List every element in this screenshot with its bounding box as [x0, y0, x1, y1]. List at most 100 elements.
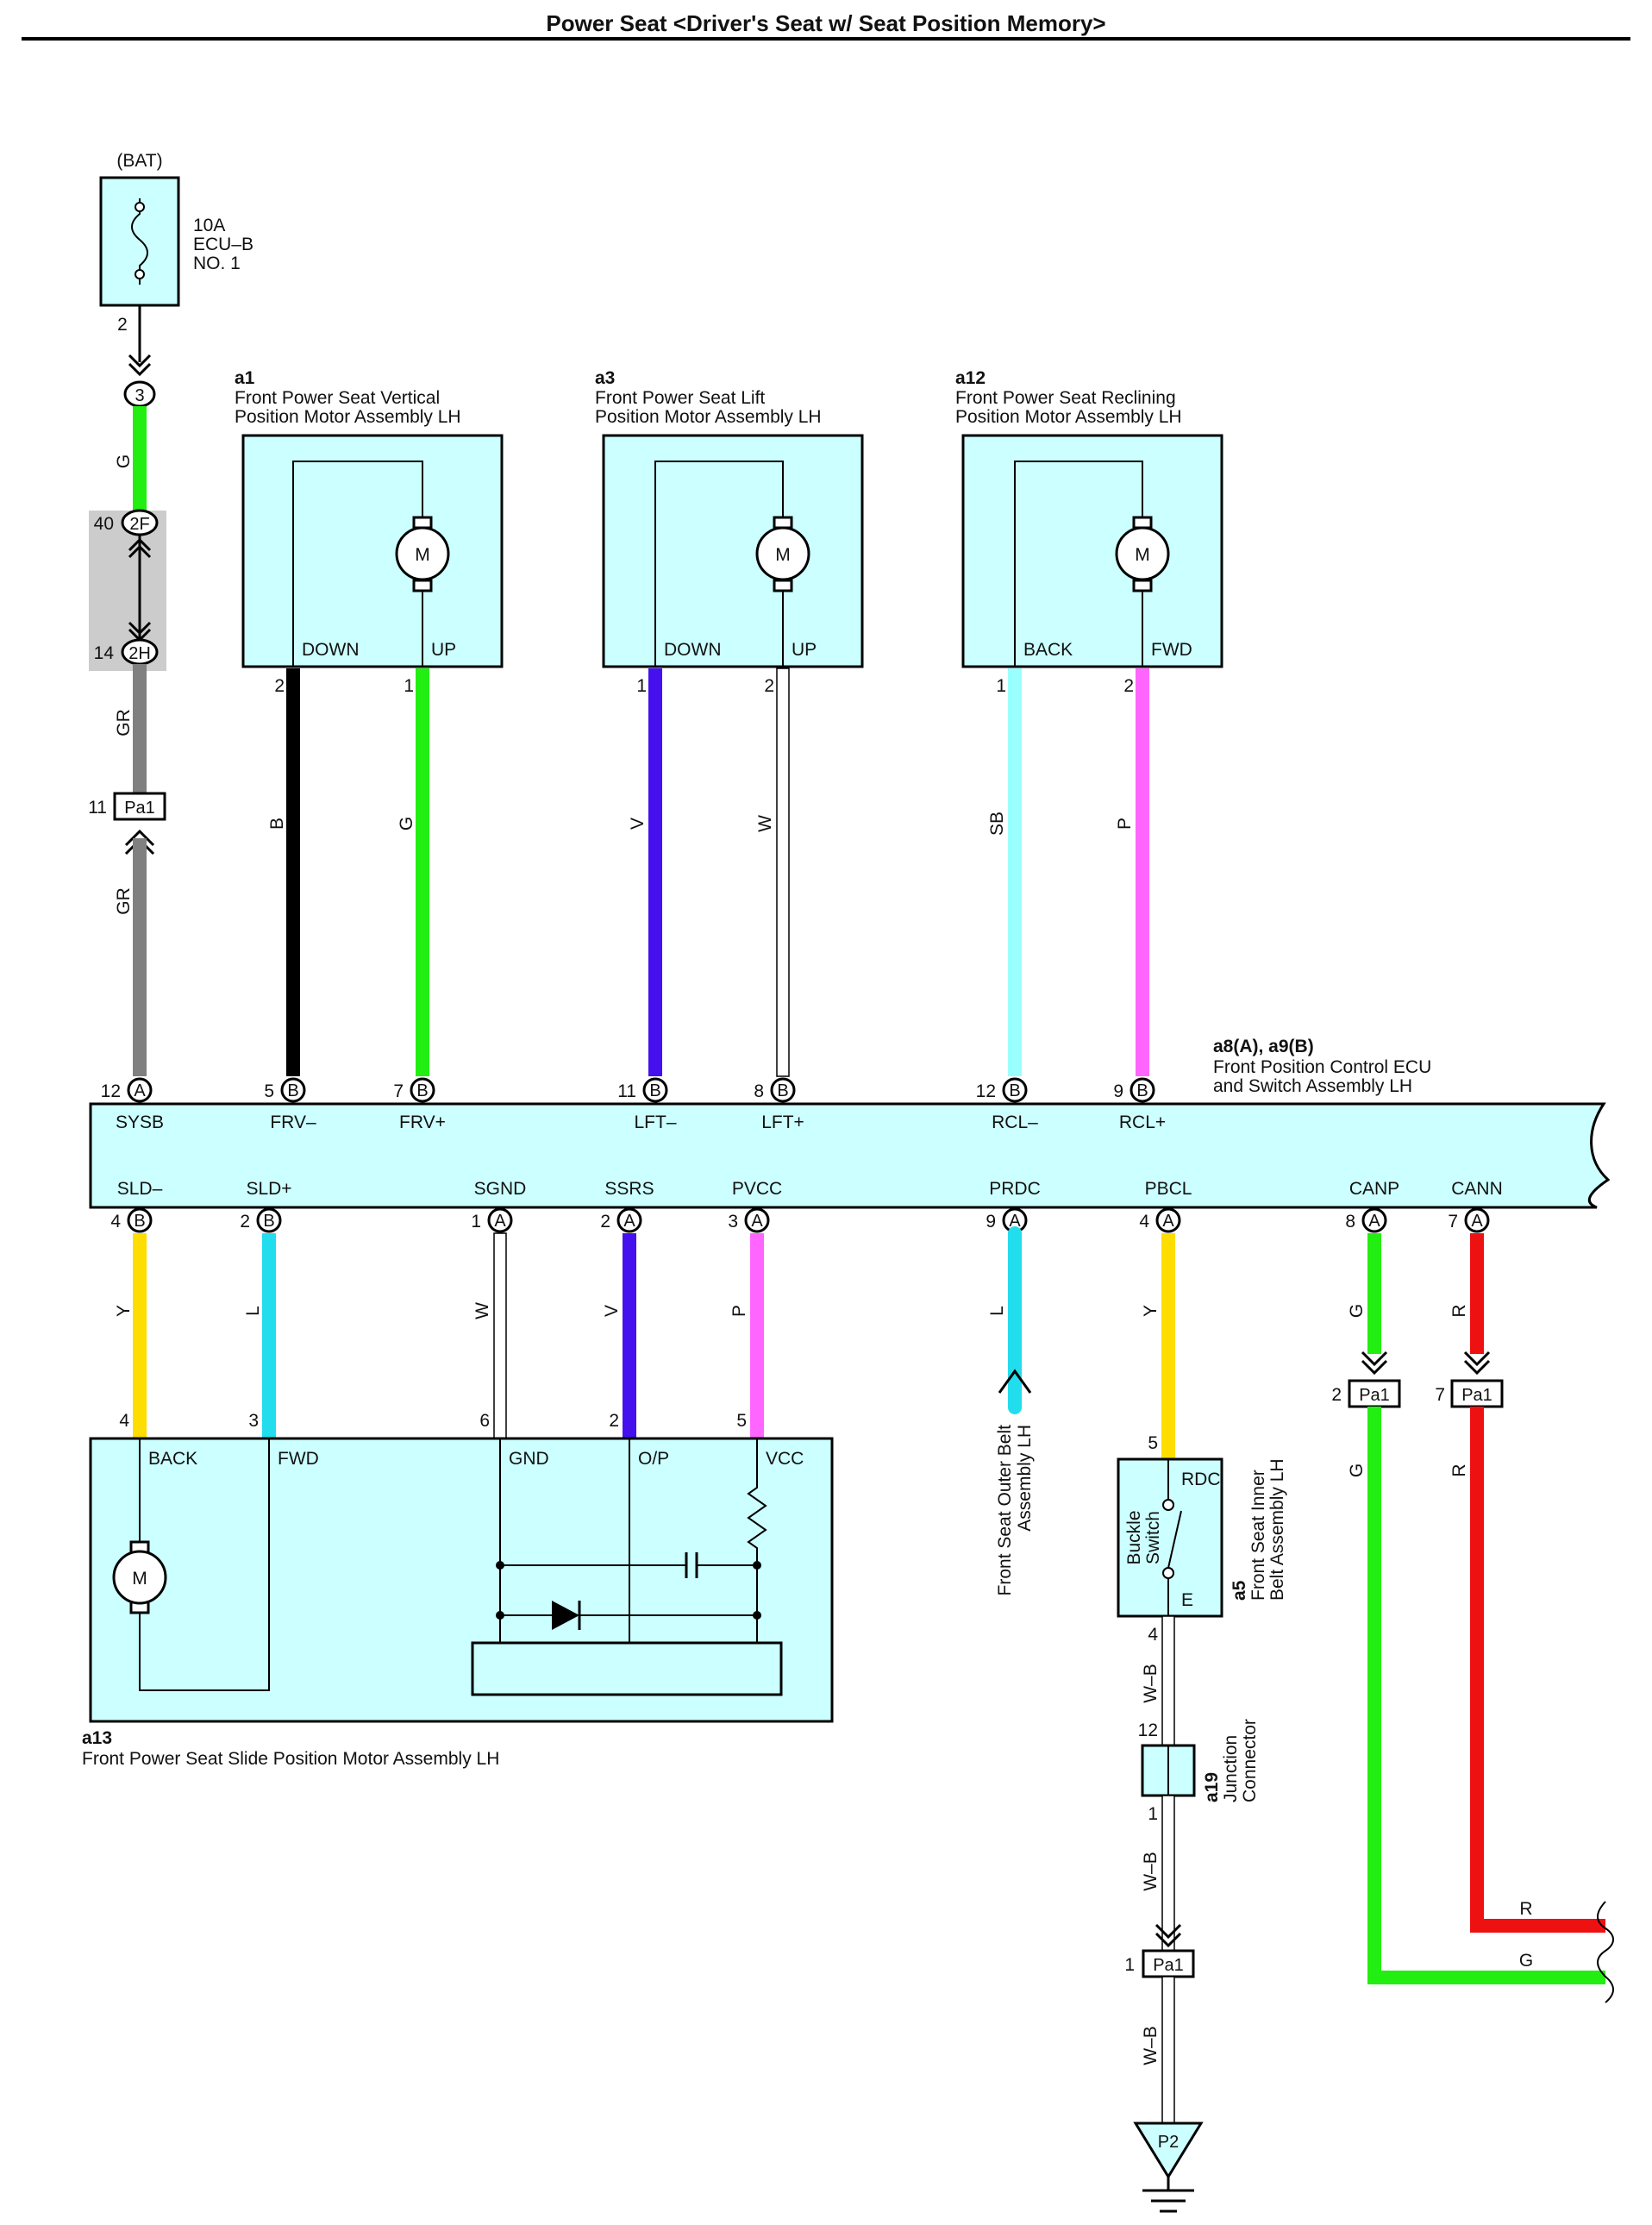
wire-color-label: W–B: [1141, 1852, 1161, 1891]
pin-name: LFT+: [761, 1112, 804, 1132]
ecu-bottom-pin: PBCL A 4: [1139, 1179, 1192, 1233]
connector-arrow-icon: [128, 354, 152, 377]
pin-number: 11: [617, 1081, 636, 1101]
terminal-label: DOWN: [664, 640, 722, 660]
junction-dot: [496, 1611, 504, 1620]
switch-label: Buckle: [1124, 1510, 1144, 1564]
wire-wb-lower: [1161, 1976, 1175, 2124]
connector-3-label: 3: [135, 386, 144, 405]
pin-number: 12: [976, 1081, 996, 1101]
fuse-icon: [131, 198, 148, 285]
terminal-label: FWD: [278, 1449, 319, 1469]
ecu-top-pin: B 7 FRV+: [393, 1077, 446, 1132]
pin-connector: [256, 1207, 282, 1233]
motor-brush: [773, 516, 793, 530]
pin-number: 1: [404, 676, 414, 696]
pin-number: 5: [264, 1081, 274, 1101]
pin-number: 2: [764, 676, 774, 696]
wire-color-label: L: [243, 1306, 263, 1316]
motor-box: [602, 434, 864, 668]
wire-color-label: G: [1519, 1951, 1533, 1971]
ecu-bottom-pin: CANP A 8: [1345, 1179, 1399, 1233]
diode-icon: [552, 1601, 579, 1630]
pa1-connector: [1142, 1949, 1195, 1978]
motor-box: [241, 434, 504, 668]
pin-connector: [1129, 1077, 1155, 1103]
pin-number: 9: [986, 1212, 996, 1232]
pin-number: 6: [479, 1411, 490, 1431]
wire-color-label: V: [602, 1305, 622, 1317]
pa1-connector: [1450, 1379, 1504, 1408]
connector-2h-label: 2H: [128, 644, 151, 663]
motor-symbol: M: [1135, 545, 1150, 565]
wire-color-label: P: [1115, 818, 1135, 830]
ecu-bottom-pin: SLD– B 4: [110, 1179, 163, 1233]
pin-number: 3: [728, 1212, 738, 1232]
motor-assembly-a1: a1 Front Power Seat Vertical Position Mo…: [235, 368, 504, 1076]
pin-conn-letter: A: [494, 1212, 506, 1231]
pin-conn-letter: B: [287, 1081, 298, 1100]
pin-name: SGND: [474, 1179, 527, 1199]
pin-conn-letter: A: [134, 1081, 146, 1100]
pin-number: 7: [393, 1081, 404, 1101]
fuse-terminal-icon: [135, 269, 145, 279]
motor-icon: [112, 1550, 167, 1605]
resistor-icon: [747, 1438, 767, 1643]
component-id: a5: [1230, 1580, 1249, 1601]
motor-brush: [1132, 579, 1153, 592]
pin-name: SSRS: [604, 1179, 654, 1199]
pin-number: 2: [600, 1212, 610, 1232]
motor-internal-wiring: [292, 461, 423, 667]
pin-name: PVCC: [732, 1179, 782, 1199]
ecu-top-pin: B 8 LFT+: [754, 1077, 804, 1132]
pin-connector: [1155, 1207, 1181, 1233]
pin-conn-letter: A: [623, 1212, 635, 1231]
pin-number: 4: [110, 1212, 121, 1232]
pin-conn-letter: B: [777, 1081, 788, 1100]
motor-brush: [773, 579, 793, 592]
pin-name: RCL+: [1119, 1112, 1166, 1132]
component-name: Front Power Seat Reclining: [955, 388, 1176, 408]
ecu-bottom-pin: SSRS A 2: [600, 1179, 654, 1233]
ecu-name: Front Position Control ECU: [1213, 1057, 1431, 1077]
pa1-pin: 11: [88, 798, 107, 818]
motor-brush: [412, 579, 433, 592]
inner-belt-name: Belt Assembly LH: [1267, 1458, 1287, 1601]
ecu-bottom-pin: PVCC A 3: [728, 1179, 782, 1233]
motor-symbol: M: [775, 545, 791, 565]
component-name: Position Motor Assembly LH: [235, 407, 461, 427]
page-title: Power Seat <Driver's Seat w/ Seat Positi…: [546, 10, 1105, 36]
component-id: a19: [1202, 1772, 1222, 1802]
pin-connector: [410, 1077, 435, 1103]
pa1-label: Pa1: [1359, 1386, 1390, 1405]
motor-icon: [395, 526, 450, 581]
pin-number: 5: [1148, 1433, 1158, 1453]
pin-conn-letter: B: [134, 1212, 145, 1231]
pin-number: 4: [119, 1411, 129, 1431]
slide-motor-wiring: [139, 1438, 270, 1691]
pin-conn-letter: A: [1162, 1212, 1174, 1231]
wire-r-cann-lower: [1470, 1407, 1605, 1933]
pin-number: 2: [274, 676, 285, 696]
pa1-label: Pa1: [1461, 1386, 1492, 1405]
wire-color-label: W–B: [1141, 1664, 1161, 1703]
pin-number: 4: [1148, 1625, 1158, 1645]
inner-belt-assembly-a5: RDC E Buckle Switch: [1117, 1457, 1223, 1618]
pin-number: 2: [1123, 676, 1134, 696]
fuse-terminal-icon: [135, 202, 145, 212]
ecu-bottom-pin: CANN A 7: [1448, 1179, 1503, 1233]
ecu-box: [89, 1102, 1611, 1209]
wire-color-label: GR: [114, 887, 134, 915]
pin-connector: [487, 1207, 513, 1233]
terminal-label: E: [1181, 1590, 1193, 1610]
terminal-label: FWD: [1151, 640, 1192, 660]
pin-connector: [770, 1077, 796, 1103]
motor-assembly-a12: a12 Front Power Seat Reclining Position …: [955, 368, 1223, 1076]
outer-belt-name: Assembly LH: [1015, 1425, 1035, 1532]
pin-conn-letter: B: [1009, 1081, 1020, 1100]
pin-conn-letter: B: [649, 1081, 660, 1100]
terminal-label: BACK: [1023, 640, 1073, 660]
wire-color-label: SB: [987, 812, 1007, 836]
ecu-bottom-pin: SGND A 1: [471, 1179, 527, 1233]
motor-icon: [755, 526, 810, 581]
